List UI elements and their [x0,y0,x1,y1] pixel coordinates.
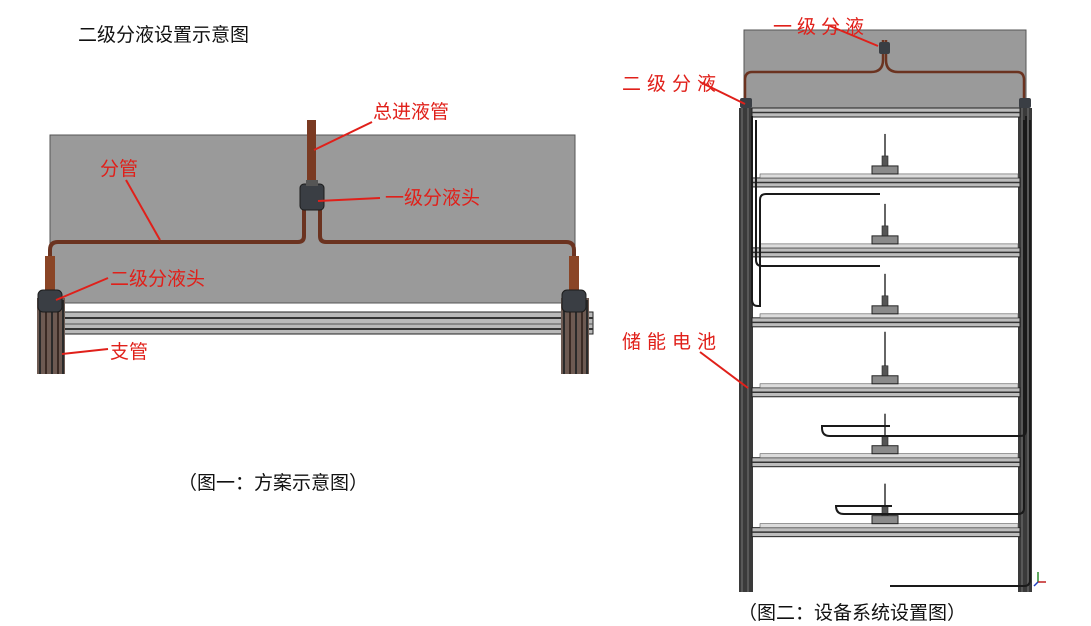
figure2-system: 一级分液 二级分液 储能电池 [622,16,1046,592]
fig1-secondary-head-right [561,289,587,313]
fig2-battery-module [871,305,899,315]
fig1-leader-secondary-head [55,277,109,301]
fig1-frame-rail [37,311,594,335]
axis-marker [1033,572,1046,587]
fig1-branch-pipe-left [48,206,306,290]
fig1-leader-main-pipe [313,121,373,151]
fig2-leader-secondary [699,81,746,105]
fig2-battery-module [871,445,899,455]
fig1-leader-primary-head [317,197,381,202]
fig1-label-branch-pipe: 分管 [100,158,138,180]
fig2-label-secondary: 二级分液 [622,73,722,95]
fig2-secondary-head-left [740,98,752,108]
fig2-battery-module [871,165,899,175]
fig2-battery-tray [759,523,1019,528]
figure1-caption: （图一：方案示意图） [178,472,369,494]
fig2-secondary-head-right [1019,98,1031,108]
fig2-leader-battery [699,351,749,389]
fig2-battery-tray [759,313,1019,319]
fig1-secondary-head-left [37,289,63,313]
fig1-stub-left [45,256,55,292]
fig2-pipe-route-2 [755,120,880,267]
fig2-top-branch-right [884,40,1026,102]
fig1-primary-head [299,183,325,211]
fig2-battery-module [871,375,899,385]
fig1-label-secondary-head: 二级分液头 [110,268,205,290]
fig2-battery-tray [759,383,1019,389]
fig2-top-branch-left [743,40,885,102]
figure1-schematic: 总进液管 分管 一级分液头 二级分液头 支管 [37,101,594,374]
fig1-gray-panel [49,134,576,304]
fig2-battery-tray [759,173,1019,179]
fig1-label-support-pipe: 支管 [110,341,148,363]
fig2-pipe-route-5 [890,120,1031,587]
fig2-pipe-route-3 [821,116,1027,437]
fig2-pipe-route-4 [834,120,1025,515]
fig2-battery-module [871,515,899,525]
fig2-leader-primary [829,25,879,47]
fig2-battery-tray [759,453,1019,459]
fig1-stub-right [569,256,579,292]
diagram-title: 二级分液设置示意图 [78,24,250,46]
fig1-leader-branch-pipe [125,179,161,241]
fig2-pipe-route-1 [751,116,880,307]
fig2-primary-head [879,42,890,54]
fig1-main-inlet-pipe [307,120,316,186]
fig2-shelves [751,107,1021,538]
fig2-label-battery: 储能电池 [622,331,722,353]
fig1-leader-support-pipe [61,348,109,355]
fig1-branch-pipe-right [318,206,576,290]
fig1-label-main-pipe: 总进液管 [373,101,449,123]
fig2-battery-tray [759,243,1019,249]
fig2-frame-left [739,108,753,592]
figure2-caption: （图二：设备系统设置图） [738,602,967,624]
fig2-battery-module [871,235,899,245]
fig2-label-primary: 一级分液 [773,16,869,38]
fig1-label-primary-head: 一级分液头 [385,187,480,209]
